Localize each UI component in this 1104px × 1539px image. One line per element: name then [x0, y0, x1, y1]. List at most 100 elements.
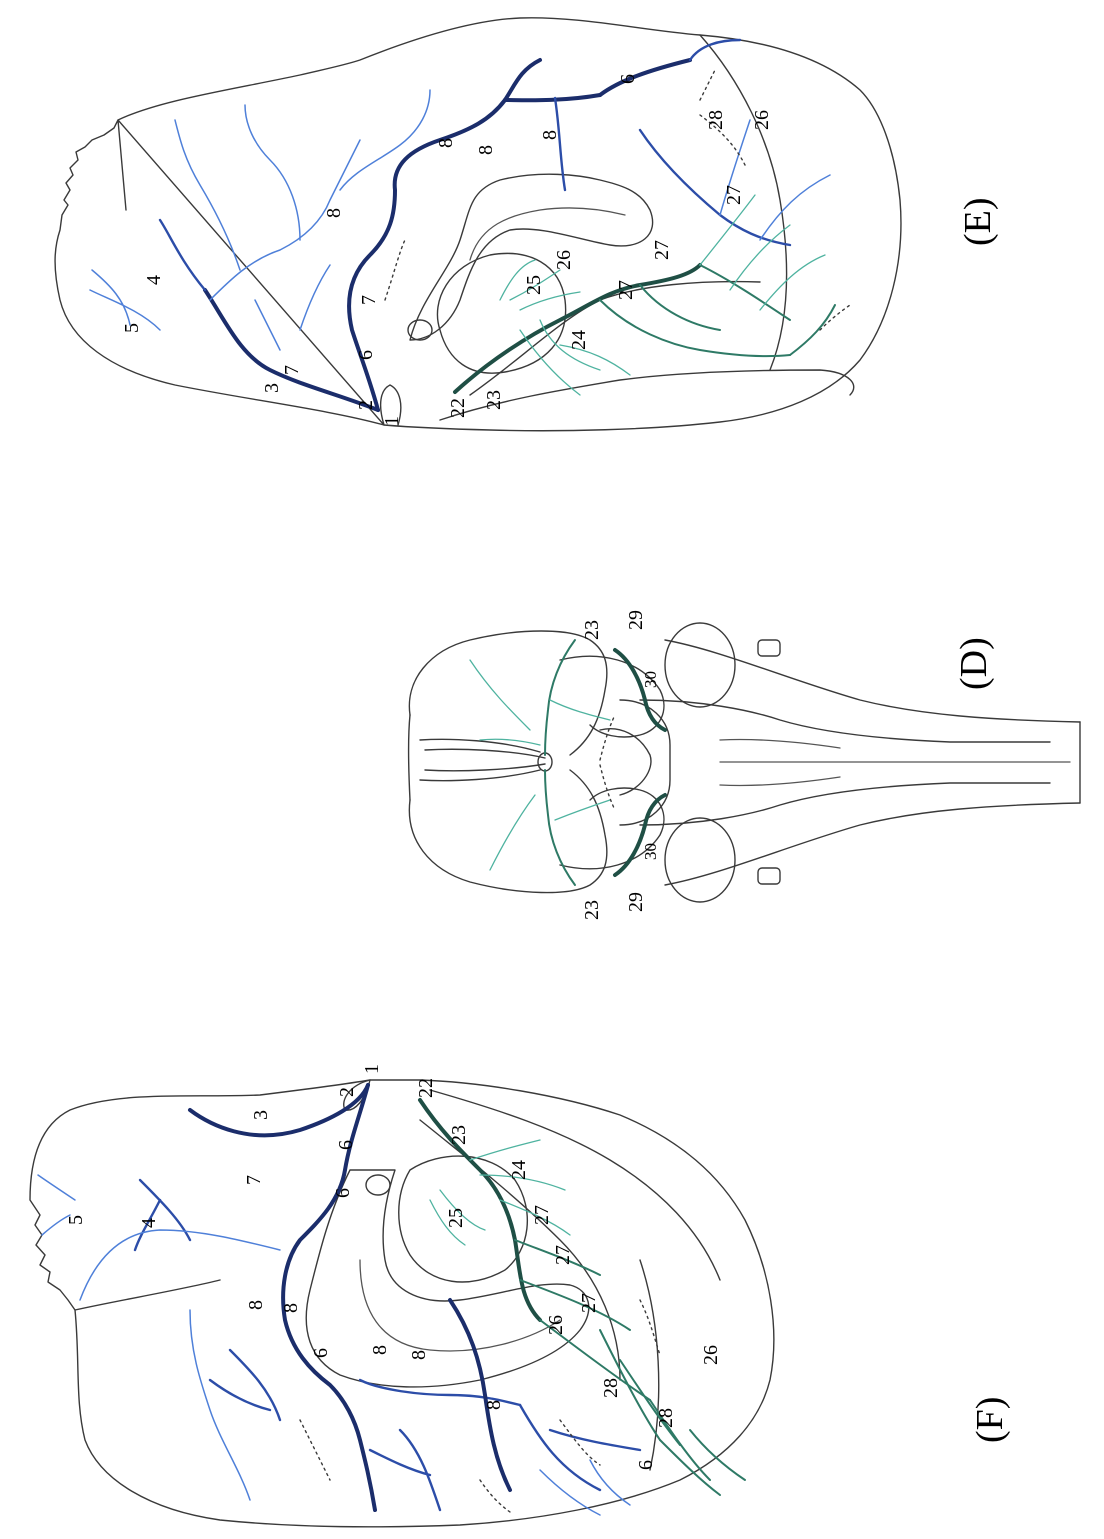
- panel-e-label-1: 1: [381, 416, 403, 426]
- panel-e-label-28: 28: [705, 110, 727, 130]
- panel-d-olfactory-bottom: [420, 770, 540, 781]
- panel-e-label-26b: 26: [751, 110, 773, 130]
- panel-f-label-28b: 28: [655, 1408, 677, 1428]
- panel-d-pyramid-bottom: [720, 777, 840, 786]
- panel-f-vein-5: [38, 1175, 75, 1235]
- panel-e-label-7a: 7: [358, 295, 380, 305]
- panel-f-label-6c: 6: [310, 1348, 332, 1358]
- panel-d-label-29a: 29: [625, 610, 647, 630]
- panel-e-label-24: 24: [568, 330, 590, 350]
- panel-f-dotted-border: [300, 1420, 600, 1512]
- panel-f-vein-4: [135, 1180, 190, 1250]
- panel-f-vein-26-lower: [660, 1430, 745, 1495]
- panel-e-cortical-vein-h: [690, 40, 740, 60]
- panel-e-label-2: 2: [355, 400, 377, 410]
- panel-e-vein-8-lower: [555, 98, 565, 190]
- panel-f-cortical-b: [190, 1310, 250, 1500]
- panel-f-cortical-e: [520, 1405, 640, 1490]
- panel-f-cortical-f: [540, 1460, 630, 1515]
- panel-f-hippocampal: [420, 1120, 620, 1380]
- panel-e-vein-6-7-8: [349, 60, 540, 410]
- panel-d: 23 29 30 23 29 30 (D): [409, 610, 1081, 920]
- panel-e-label-3: 3: [261, 383, 283, 393]
- panel-d-label-23b: 23: [581, 900, 603, 920]
- panel-e: 1 2 3 4 5 6 7 7 8 8 8 8 6 22 23 24 25 26…: [55, 18, 999, 431]
- panel-e-cortical-vein-a: [210, 140, 360, 300]
- panel-d-midline-bottom: [425, 764, 545, 771]
- panel-f-label-3: 3: [250, 1110, 272, 1120]
- panel-f-label-22: 22: [415, 1078, 437, 1098]
- panel-f-label-6b: 6: [332, 1188, 354, 1198]
- panel-f-label-25: 25: [445, 1208, 467, 1228]
- panel-e-cortical-vein-g: [720, 120, 830, 240]
- panel-e-label-8d: 8: [539, 130, 561, 140]
- panel-e-label-8a: 8: [323, 208, 345, 218]
- panel-d-label-23a: 23: [581, 620, 603, 640]
- panel-e-label-27a: 27: [615, 280, 637, 300]
- panel-f-cortical-c: [210, 1350, 280, 1420]
- panel-d-hemisphere-top: [409, 631, 607, 755]
- panel-f-label-5: 5: [65, 1215, 87, 1225]
- panel-e-label-22: 22: [447, 398, 469, 418]
- panel-f-label-8a: 8: [245, 1300, 267, 1310]
- panel-e-label-8b: 8: [435, 138, 457, 148]
- panel-f-label-8d: 8: [408, 1350, 430, 1360]
- panel-f-caption: (F): [969, 1397, 1011, 1443]
- panel-f-label-24: 24: [508, 1160, 530, 1180]
- panel-d-frontal-pole: [409, 715, 411, 800]
- panel-f-label-27a: 27: [531, 1205, 553, 1225]
- panel-e-label-27c: 27: [723, 185, 745, 205]
- panel-f-label-27b: 27: [552, 1245, 574, 1265]
- panel-e-label-5: 5: [121, 323, 143, 333]
- panel-f-label-4: 4: [138, 1218, 160, 1228]
- panel-e-label-26: 26: [553, 250, 575, 270]
- panel-e-label-7b: 7: [281, 365, 303, 375]
- panel-e-cortical-vein-d: [340, 90, 430, 190]
- panel-f-temporal: [430, 1090, 720, 1280]
- panel-f-dotted-28: [640, 1300, 660, 1355]
- panel-f-label-8e: 8: [483, 1400, 505, 1410]
- panel-e-cortical-vein-f: [640, 130, 790, 245]
- panel-d-temporal-top: [560, 656, 664, 737]
- panel-f-label-7: 7: [243, 1175, 265, 1185]
- panel-f-corpus-callosum: [306, 1170, 588, 1387]
- panel-e-label-6b: 6: [617, 74, 639, 84]
- panel-f-label-26b: 26: [700, 1345, 722, 1365]
- panel-e-vein-8-upper: [505, 95, 600, 100]
- panel-f-vein-6: [283, 1085, 375, 1510]
- panel-d-medulla-outer-top: [665, 640, 1080, 722]
- panel-e-vein-27: [600, 265, 790, 356]
- panel-e-caption: (E): [957, 197, 999, 246]
- panel-d-nerve-bottom: [758, 868, 780, 884]
- panel-f-label-23: 23: [448, 1125, 470, 1145]
- panel-f-brain-outline: [30, 1080, 774, 1527]
- panel-f-occipital-arc: [640, 1260, 659, 1470]
- panel-f-label-8c: 8: [369, 1345, 391, 1355]
- panel-f-label-2: 2: [336, 1087, 358, 1097]
- panel-e-label-25: 25: [523, 275, 545, 295]
- panel-d-medulla-outer-bottom: [665, 803, 1080, 885]
- panel-e-vein-26-lower: [790, 305, 835, 355]
- panel-e-callosum-inner: [470, 208, 625, 260]
- panel-e-label-23: 23: [483, 390, 505, 410]
- panel-f-label-6a: 6: [335, 1140, 357, 1150]
- panel-d-cerebellum-top: [665, 623, 735, 707]
- panel-d-midbrain: [600, 729, 651, 795]
- panel-f-frontal-lobe-cap: [75, 1280, 220, 1310]
- panel-e-label-8c: 8: [475, 145, 497, 155]
- panel-e-cortical-vein-e: [255, 265, 330, 350]
- panel-d-label-30a: 30: [641, 671, 660, 688]
- panel-f-vein-23-26: [420, 1100, 540, 1320]
- panel-d-midline-top: [425, 749, 545, 758]
- panel-f-label-27c: 27: [578, 1293, 600, 1313]
- panel-e-vein-6-right: [600, 60, 690, 95]
- panel-d-hemisphere-bottom: [409, 770, 607, 893]
- panel-d-nerve-top: [758, 640, 780, 656]
- panel-e-vein-28: [700, 195, 825, 310]
- panel-f-label-6d: 6: [635, 1460, 657, 1470]
- panel-f-label-26: 26: [545, 1315, 567, 1335]
- panel-f-label-1: 1: [361, 1064, 383, 1074]
- panel-e-vein-4: [160, 220, 205, 290]
